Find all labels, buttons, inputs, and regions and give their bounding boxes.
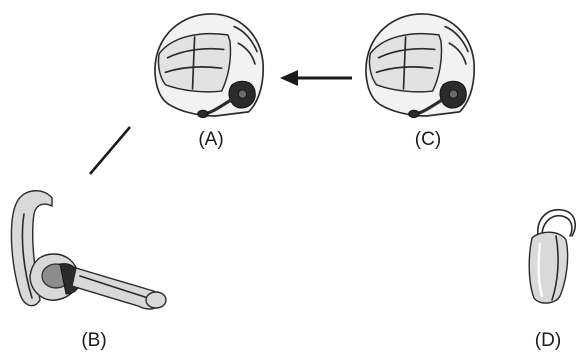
- earpiece-b: [10, 190, 167, 310]
- connection-line-a-to-b: [89, 126, 131, 175]
- connection-arrow-c-to-a: [280, 70, 352, 86]
- arrowhead-icon: [280, 70, 298, 86]
- label-c: (C): [415, 129, 441, 150]
- label-a: (A): [198, 129, 223, 150]
- label-b: (B): [81, 330, 106, 351]
- label-d: (D): [535, 330, 561, 351]
- earpiece-d: [528, 209, 576, 304]
- helmet-a: [153, 12, 265, 120]
- helmet-c: [364, 12, 476, 120]
